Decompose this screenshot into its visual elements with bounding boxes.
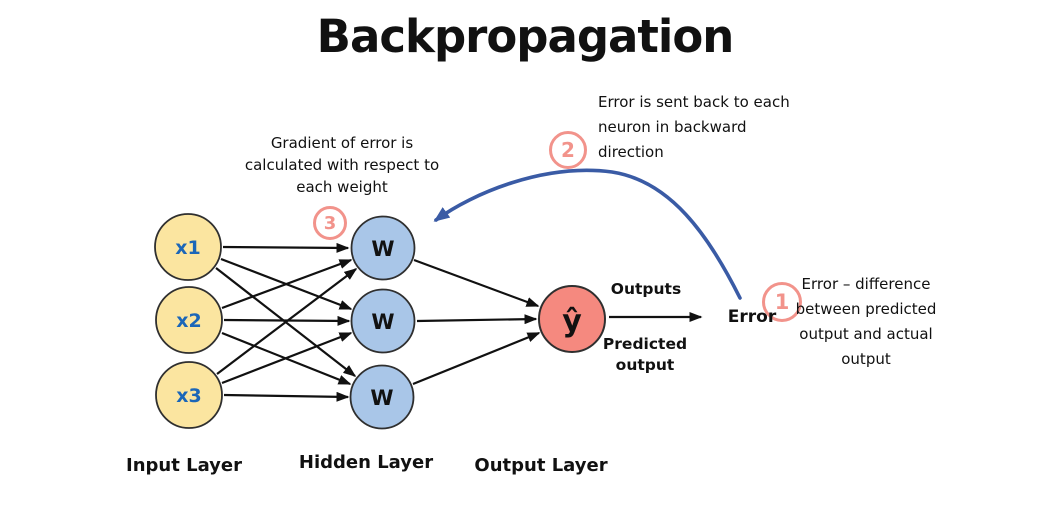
hidden-node-3 [349,364,415,430]
output-layer-label: Output Layer [474,455,608,476]
edge-x1-w1 [222,242,350,253]
gradient-annotation: Gradient of error is calculated with res… [244,134,440,196]
edge-w2-y [416,314,538,325]
step-1-badge: 1 [762,282,802,322]
output-node-yhat-label: ŷ [562,304,582,339]
hidden-node-2 [350,288,416,354]
page-title: Backpropagation [316,10,735,63]
hidden-node-1-label: W [371,237,394,261]
hidden-node-1 [350,215,416,281]
predicted-output-label: Predicted output [602,335,688,374]
hidden-to-output-arrows [412,258,541,386]
edge-w3-y [412,331,541,386]
hidden-layer-label: Hidden Layer [298,452,434,473]
step-3-number: 3 [323,212,337,234]
error-definition-annotation: Error – difference between predicted out… [795,275,937,368]
input-node-x3-label: x3 [176,385,201,407]
input-node-x2-label: x2 [176,310,201,332]
outputs-label: Outputs [610,280,682,298]
input-layer-nodes: x1 x2 x3 [154,213,223,429]
error-backward-annotation: Error is sent back to each neuron in bac… [598,93,790,161]
hidden-node-2-label: W [371,310,394,334]
step-3-badge: 3 [313,206,347,240]
input-node-x1 [154,213,222,281]
input-node-x1-label: x1 [175,237,200,259]
edge-x3-w1 [216,268,358,375]
error-label: Error [727,307,777,327]
edge-x3-w3 [223,391,350,402]
input-node-x2 [155,286,223,354]
input-to-hidden-arrows [215,242,358,402]
hidden-layer-nodes: W W W [349,215,416,430]
output-node-yhat [538,285,606,353]
backpropagation-curve-arrow [433,168,742,300]
step-2-number: 2 [561,138,575,162]
edge-x2-w1 [221,258,353,310]
edge-w1-y [413,258,540,308]
input-layer-label: Input Layer [126,455,242,476]
step-2-badge: 2 [549,131,587,169]
input-node-x3 [155,361,223,429]
hidden-node-3-label: W [370,386,393,410]
edge-x3-w2 [221,331,353,385]
output-layer-node: ŷ [538,285,606,353]
step-1-number: 1 [774,290,790,314]
